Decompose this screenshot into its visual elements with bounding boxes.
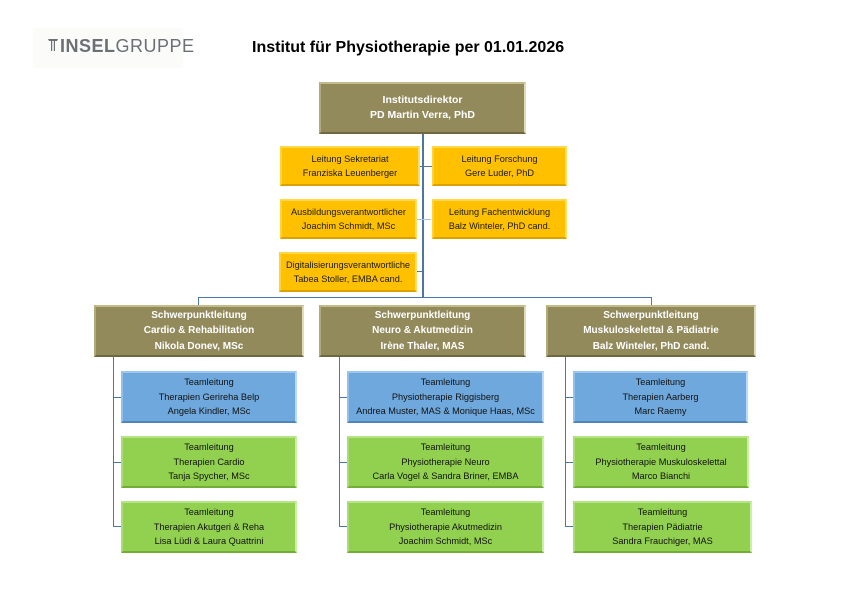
team-role: Teamleitung <box>635 377 686 388</box>
connector-team-2-2 <box>339 462 347 463</box>
division-area: Muskuloskelettal & Pädiatrie <box>583 325 719 337</box>
team-unit: Physiotherapie Muskuloskelettal <box>595 456 727 467</box>
team-role: Teamleitung <box>420 442 471 453</box>
team-unit: Physiotherapie Neuro <box>401 456 490 467</box>
staff-box-education: Ausbildungsverantwortlicher Joachim Schm… <box>280 199 417 239</box>
staff-name: Joachim Schmidt, MSc <box>301 221 396 231</box>
team-box-gerireha-belp: Teamleitung Therapien Gerireha Belp Ange… <box>121 371 297 423</box>
team-unit: Therapien Akutgeri & Reha <box>153 521 265 532</box>
team-role: Teamleitung <box>636 442 686 453</box>
staff-box-development: Leitung Fachentwicklung Balz Winteler, P… <box>432 199 567 239</box>
division-head: Irène Thaler, MAS <box>380 340 465 352</box>
staff-role: Leitung Forschung <box>461 153 538 164</box>
division-role: Schwerpunktleitung <box>603 309 699 321</box>
connector-team-3-2 <box>565 462 573 463</box>
team-lead: Sandra Frauchiger, MAS <box>612 536 713 547</box>
team-unit: Therapien Gerireha Belp <box>158 391 260 402</box>
team-lead: Tanja Spycher, MSc <box>168 471 250 482</box>
staff-box-secretariat: Leitung Sekretariat Franziska Leuenberge… <box>280 146 420 186</box>
team-box-muskuloskelettal: Teamleitung Physiotherapie Muskuloskelet… <box>573 436 749 488</box>
staff-name: Tabea Stoller, EMBA cand. <box>293 274 403 284</box>
staff-box-research: Leitung Forschung Gere Luder, PhD <box>432 146 567 186</box>
director-name: PD Martin Verra, PhD <box>369 109 476 121</box>
staff-role: Leitung Sekretariat <box>311 153 389 164</box>
director-role: Institutsdirektor <box>382 93 463 106</box>
team-box-riggisberg: Teamleitung Physiotherapie Riggisberg An… <box>347 371 544 423</box>
inselgruppe-logo: INSELGRUPPE <box>33 28 194 68</box>
division-area: Cardio & Rehabilitation <box>143 325 255 337</box>
division-box-cardio: Schwerpunktleitung Cardio & Rehabilitati… <box>94 305 304 357</box>
team-role: Teamleitung <box>184 442 234 453</box>
staff-name: Gere Luder, PhD <box>465 168 534 178</box>
team-role: Teamleitung <box>420 507 471 518</box>
team-box-paediatrie: Teamleitung Therapien Pädiatrie Sandra F… <box>573 501 752 553</box>
team-box-aarberg: Teamleitung Therapien Aarberg Marc Raemy <box>573 371 748 423</box>
team-box-neuro: Teamleitung Physiotherapie Neuro Carla V… <box>347 436 544 488</box>
staff-box-digitalization: Digitalisierungsverantwortliche Tabea St… <box>279 252 417 292</box>
team-lead: Marco Bianchi <box>631 471 691 482</box>
team-unit: Therapien Cardio <box>173 456 245 467</box>
logo-wordmark: INSELGRUPPE <box>60 36 195 57</box>
connector-team-2-1 <box>339 397 347 398</box>
team-role: Teamleitung <box>184 377 234 388</box>
connector-division-3 <box>651 297 652 305</box>
team-unit: Physiotherapie Akutmedizin <box>389 521 502 532</box>
staff-role: Ausbildungsverantwortlicher <box>291 206 406 217</box>
team-role: Teamleitung <box>637 507 688 518</box>
team-box-akutgeri-reha: Teamleitung Therapien Akutgeri & Reha Li… <box>121 501 297 553</box>
connector-teams-3 <box>565 356 566 526</box>
connector-teams-2 <box>339 356 340 526</box>
division-role: Schwerpunktleitung <box>151 309 247 321</box>
connector-team-1-1 <box>113 397 121 398</box>
connector-teams-1 <box>113 356 114 526</box>
team-unit: Physiotherapie Riggisberg <box>391 391 500 402</box>
division-role: Schwerpunktleitung <box>374 309 471 321</box>
team-lead: Joachim Schmidt, MSc <box>398 536 493 547</box>
staff-role: Leitung Fachentwicklung <box>448 206 551 217</box>
team-lead: Carla Vogel & Sandra Briner, EMBA <box>372 471 519 482</box>
connector-director-trunk <box>422 134 424 297</box>
team-lead: Angela Kindler, MSc <box>167 406 251 417</box>
division-area: Neuro & Akutmedizin <box>372 325 473 337</box>
connector-team-1-3 <box>113 526 121 527</box>
team-unit: Therapien Pädiatrie <box>622 521 703 532</box>
connector-team-2-3 <box>339 526 347 527</box>
team-role: Teamleitung <box>184 507 234 518</box>
connector-staff-3 <box>417 271 423 272</box>
division-box-musculoskeletal: Schwerpunktleitung Muskuloskelettal & Pä… <box>546 305 756 357</box>
team-role: Teamleitung <box>420 377 471 388</box>
team-box-akutmedizin: Teamleitung Physiotherapie Akutmedizin J… <box>347 501 544 553</box>
logo-brand-light: GRUPPE <box>115 36 195 56</box>
logo-brand-bold: INSEL <box>60 36 116 56</box>
division-box-neuro: Schwerpunktleitung Neuro & Akutmedizin I… <box>319 305 526 357</box>
connector-team-1-2 <box>113 462 121 463</box>
team-unit: Therapien Aarberg <box>622 391 699 402</box>
connector-divisions-bar <box>198 297 652 298</box>
connector-division-1 <box>198 297 199 305</box>
division-head: Balz Winteler, PhD cand. <box>592 340 710 352</box>
team-lead: Marc Raemy <box>634 406 687 417</box>
connector-staff-1 <box>420 166 432 167</box>
team-box-cardio: Teamleitung Therapien Cardio Tanja Spych… <box>121 436 297 488</box>
inselgruppe-logo-icon <box>48 39 58 51</box>
division-head: Nikola Donev, MSc <box>154 340 244 352</box>
page-title: Institut für Physiotherapie per 01.01.20… <box>252 39 565 56</box>
team-lead: Andrea Muster, MAS & Monique Haas, MSc <box>356 406 535 417</box>
director-box: Institutsdirektor PD Martin Verra, PhD <box>319 82 526 134</box>
staff-role: Digitalisierungsverantwortliche <box>285 259 411 270</box>
connector-team-3-3 <box>565 526 573 527</box>
connector-team-3-1 <box>565 397 573 398</box>
staff-name: Franziska Leuenberger <box>302 168 398 178</box>
connector-staff-2 <box>417 219 431 220</box>
staff-name: Balz Winteler, PhD cand. <box>448 221 551 231</box>
team-lead: Lisa Lüdi & Laura Quattrini <box>154 536 264 547</box>
